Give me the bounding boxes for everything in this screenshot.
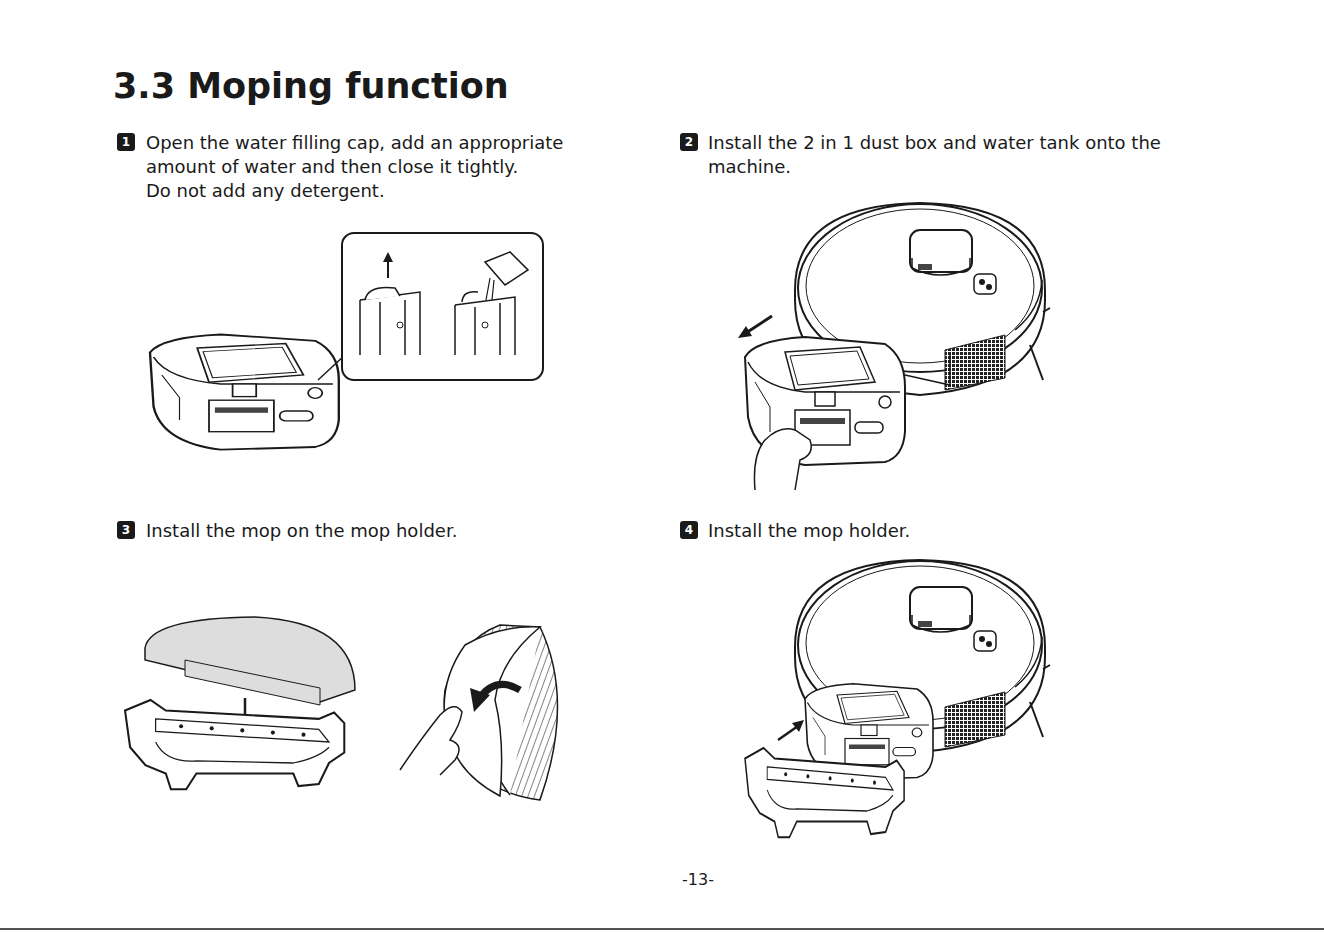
hand [754,429,811,490]
page-number: -13- [682,870,714,889]
cap-detail-part [383,252,393,262]
cap-detail-part [455,297,515,355]
cap-detail-part [365,288,400,301]
step-number-badge: 1 [117,133,135,151]
warning-note: Do not add any detergent. [146,179,616,203]
cap-detail-part [360,292,420,355]
cap-detail-part [482,322,488,328]
step4-illustration [745,560,1050,837]
instruction-text: Install the mop on the mop holder. [146,519,616,543]
dust-box-water-tank [150,335,339,450]
arrow-head [792,720,804,732]
instruction-text: Install the 2 in 1 dust box and water ta… [708,131,1168,179]
direction-arrow [778,726,798,740]
hand [400,707,462,775]
step-number: 4 [685,523,693,537]
cap-detail-part [462,292,478,302]
page-title: 3.3 Moping function [113,66,509,106]
step-number-badge: 2 [680,133,698,151]
mop-holder [125,700,344,789]
instruction-text: Install the mop holder. [708,519,1168,543]
step-number-badge: 3 [117,521,135,539]
instruction-text: Open the water filling cap, add an appro… [146,131,616,179]
arrow-head [470,688,490,712]
cap-detail-part [397,322,403,328]
cap-detail-part [486,278,494,300]
tank-slot [905,355,950,385]
mop-strip [185,660,320,705]
cap-detail [360,252,528,355]
page-rule [0,928,1324,930]
cap-detail-part [485,252,528,285]
step-number: 3 [122,523,130,537]
step-number: 1 [122,135,130,149]
arrow-head [738,326,752,338]
leader-line [318,355,345,380]
mop-holder [745,748,904,837]
step-number: 2 [685,135,693,149]
step-number-badge: 4 [680,521,698,539]
step1-illustration [150,233,543,450]
direction-arrow [746,316,772,333]
detail-inset [342,233,543,380]
step3-illustration [125,617,558,800]
step2-illustration [738,203,1050,490]
